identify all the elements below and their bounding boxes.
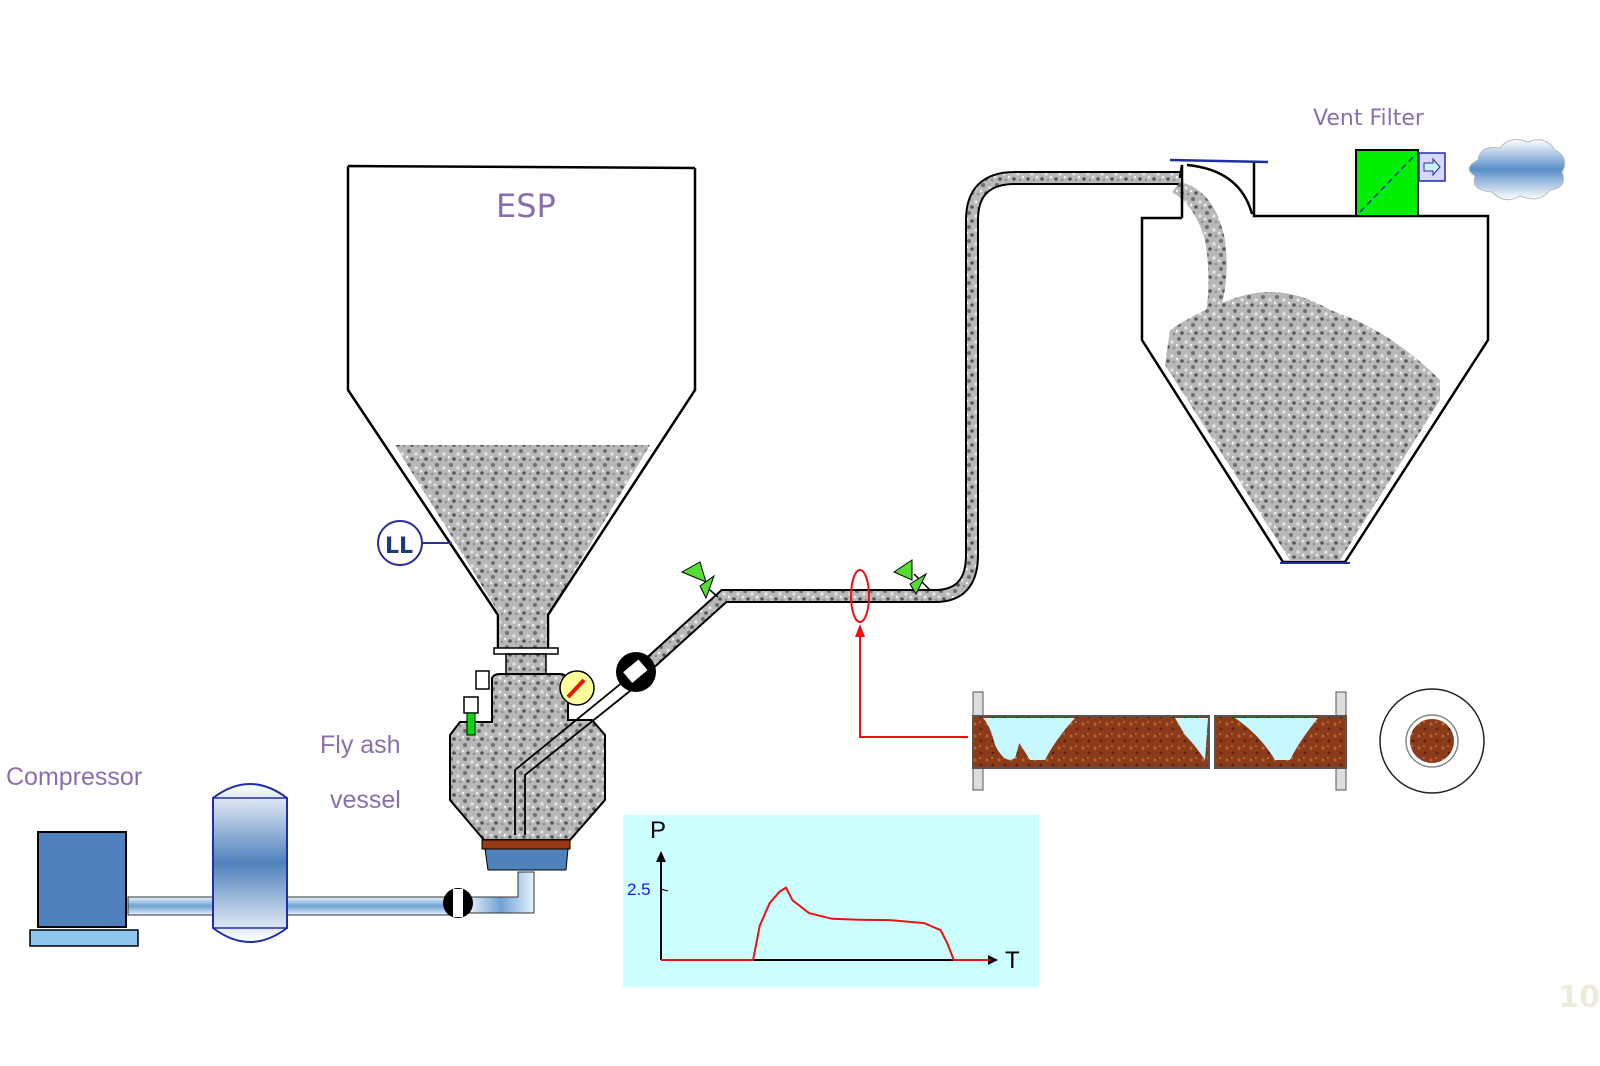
exhaust-cloud-icon xyxy=(1468,139,1566,201)
chart-x-axis-arrow xyxy=(988,955,998,965)
esp-outlet xyxy=(500,615,547,650)
discharge-valve-port xyxy=(623,659,648,684)
booster-valve-1-icon[interactable] xyxy=(680,561,719,600)
chart-y-axis-arrow xyxy=(656,851,666,862)
pipeline-ash-flow xyxy=(636,173,1180,676)
arrow-right-icon xyxy=(1423,157,1441,177)
page-number: 10 xyxy=(1558,980,1600,1015)
compressor-base xyxy=(29,929,139,947)
chart-y-tick xyxy=(660,888,669,892)
pressure-curve xyxy=(661,886,990,961)
silo-ash-pile xyxy=(1165,292,1440,560)
chart-ylabel: P xyxy=(650,817,666,844)
chart-xlabel: T xyxy=(1005,947,1020,974)
pipe-section-marker xyxy=(850,569,870,623)
vessel-air-chamber xyxy=(484,848,569,871)
section-callout-line xyxy=(859,630,968,738)
air-inlet-valve-port xyxy=(453,889,463,917)
dense-phase-pipe-section xyxy=(972,688,1485,794)
section-callout-arrow xyxy=(855,624,865,637)
compressor-icon xyxy=(37,831,127,928)
air-receiver-icon xyxy=(212,783,288,943)
vessel-sensor-box xyxy=(463,696,479,714)
esp-hopper xyxy=(346,164,697,650)
level-indicator-label: LL xyxy=(385,534,413,559)
chart-ytick-label: 2.5 xyxy=(627,880,651,899)
fly-ash-vessel xyxy=(449,647,651,871)
air-pipe-segment-3 xyxy=(467,871,535,914)
esp-label: ESP xyxy=(496,187,556,225)
vessel-flange xyxy=(493,647,559,655)
fly-ash-vessel-label-line1: Fly ash xyxy=(320,731,401,759)
air-gap xyxy=(1235,718,1318,760)
pressure-gauge-needle xyxy=(566,678,586,699)
vent-filter-icon xyxy=(1355,149,1419,217)
esp-ash-fill xyxy=(395,445,650,615)
vessel-valve-box xyxy=(475,670,490,690)
air-pipe-segment-1 xyxy=(127,896,219,916)
silo-ash-stream xyxy=(1172,182,1227,320)
storage-silo xyxy=(1140,139,1566,564)
silo-top-plate xyxy=(1169,158,1269,164)
air-supply-line xyxy=(29,783,535,947)
air-gap xyxy=(1175,718,1208,760)
air-gap xyxy=(1000,718,1075,760)
esp-outline xyxy=(346,164,697,650)
vessel-bottom-flange xyxy=(481,839,571,850)
vent-filter-media xyxy=(1359,153,1417,213)
vent-filter-label: Vent Filter xyxy=(1313,106,1425,131)
level-indicator xyxy=(377,520,452,566)
pipe-cross-section-plug xyxy=(1410,719,1454,763)
booster-valve-2-icon[interactable] xyxy=(892,559,931,596)
pressure-time-chart: P T 2.5 xyxy=(623,815,1039,987)
conveying-pipeline xyxy=(616,171,1180,738)
chart-background xyxy=(623,815,1039,987)
vessel-level-sensor xyxy=(466,712,476,736)
compressor-label: Compressor xyxy=(6,763,142,791)
dip-tube xyxy=(514,667,651,835)
level-indicator-circle xyxy=(377,520,423,566)
air-pipe-segment-2 xyxy=(284,896,451,916)
fly-ash-vessel-label-line2: vessel xyxy=(330,786,401,814)
